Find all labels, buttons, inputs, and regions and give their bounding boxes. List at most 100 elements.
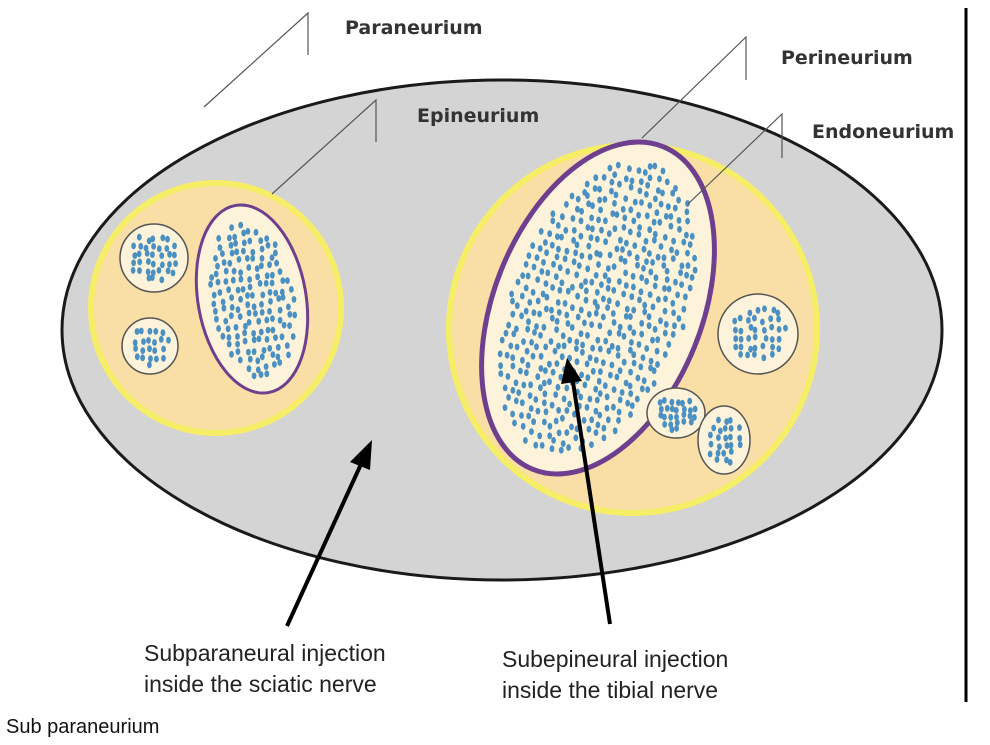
axon-dot (687, 284, 693, 292)
axon-dot (150, 260, 156, 268)
axon-dot (145, 268, 151, 276)
axon-dot (264, 316, 270, 324)
axon-dot (277, 359, 283, 366)
axon-dot (650, 303, 656, 311)
axon-dot (630, 272, 636, 280)
axon-dot (276, 295, 282, 302)
axon-dot (670, 189, 676, 197)
axon-dot (636, 341, 642, 348)
axon-dot (513, 379, 519, 387)
axon-dot (509, 290, 514, 298)
axon-dot (173, 260, 179, 267)
axon-dot (229, 249, 235, 257)
axon-dot (628, 390, 634, 397)
axon-dot (589, 441, 594, 448)
axon-dot (267, 345, 273, 352)
axon-dot (594, 235, 600, 243)
axon-dot (654, 347, 660, 355)
axon-dot (606, 347, 612, 355)
axon-dot (147, 361, 152, 369)
axon-dot (623, 313, 629, 320)
axon-dot (503, 329, 509, 337)
axon-dot (656, 296, 661, 303)
axon-dot (638, 363, 644, 371)
axon-dot (528, 381, 533, 389)
axon-dot (606, 230, 612, 238)
axon-dot (164, 245, 170, 252)
axon-dot (776, 326, 782, 333)
axon-dot (648, 357, 654, 365)
axon-dot (541, 259, 546, 266)
axon-dot (246, 319, 252, 326)
axon-dot (613, 191, 619, 199)
axon-dot (258, 237, 264, 245)
axon-dot (526, 318, 531, 326)
axon-dot (662, 329, 668, 337)
axon-dot (269, 279, 275, 287)
axon-dot (535, 373, 541, 381)
sciatic-annotation-line1: Subparaneural injection (144, 640, 386, 666)
axon-dot (662, 351, 668, 358)
axon-dot (556, 309, 562, 316)
axon-dot (727, 417, 733, 424)
axon-dot (511, 330, 517, 338)
axon-dot (586, 200, 591, 208)
axon-dot (662, 234, 668, 241)
axon-dot (244, 255, 250, 262)
axon-dot (714, 456, 720, 463)
axon-dot (550, 368, 556, 376)
axon-dot (246, 365, 252, 373)
axon-dot (564, 384, 570, 392)
axon-dot (738, 351, 743, 358)
axon-dot (636, 211, 641, 219)
axon-dot (616, 417, 621, 424)
axon-dot (538, 228, 544, 235)
axon-dot (226, 340, 232, 348)
axon-dot (170, 269, 176, 277)
axon-dot (544, 249, 549, 257)
axon-dot (666, 341, 672, 348)
axon-dot (603, 238, 608, 246)
axon-dot (543, 343, 549, 351)
axon-dot (627, 382, 633, 390)
axon-dot (277, 316, 283, 324)
axon-dot (240, 286, 246, 293)
axon-dot (605, 284, 611, 292)
axon-dot (600, 313, 606, 321)
axon-dot (728, 448, 734, 455)
axon-dot (612, 427, 618, 435)
axon-dot (573, 249, 578, 257)
axon-dot (675, 291, 680, 299)
axon-dot (141, 338, 146, 345)
axon-dot (221, 304, 227, 312)
axon-dot (259, 255, 265, 262)
axon-dot (146, 258, 151, 265)
axon-dot (711, 424, 717, 432)
axon-dot (153, 328, 159, 335)
axon-dot (580, 341, 585, 349)
axon-dot (230, 276, 236, 284)
axon-dot (627, 165, 632, 173)
axon-dot (748, 323, 754, 331)
axon-dot (261, 347, 267, 354)
axon-dot (564, 429, 570, 436)
axon-dot (137, 258, 143, 266)
axon-dot (581, 417, 587, 424)
axon-dot (519, 312, 524, 320)
axon-dot (660, 167, 666, 175)
axon-dot (628, 411, 633, 418)
axon-dot (560, 213, 565, 221)
axon-dot (653, 274, 659, 282)
axon-dot (737, 441, 743, 449)
axon-dot (666, 285, 672, 293)
axon-dot (662, 285, 667, 292)
axon-dot (599, 226, 604, 234)
axon-dot (247, 237, 253, 245)
axon-dot (287, 311, 293, 318)
axon-dot (140, 347, 146, 354)
paraneurium-label: Paraneurium (345, 17, 483, 39)
axon-dot (543, 408, 549, 416)
axon-dot (519, 292, 525, 300)
axon-dot (553, 391, 559, 398)
axon-dot (551, 437, 556, 444)
